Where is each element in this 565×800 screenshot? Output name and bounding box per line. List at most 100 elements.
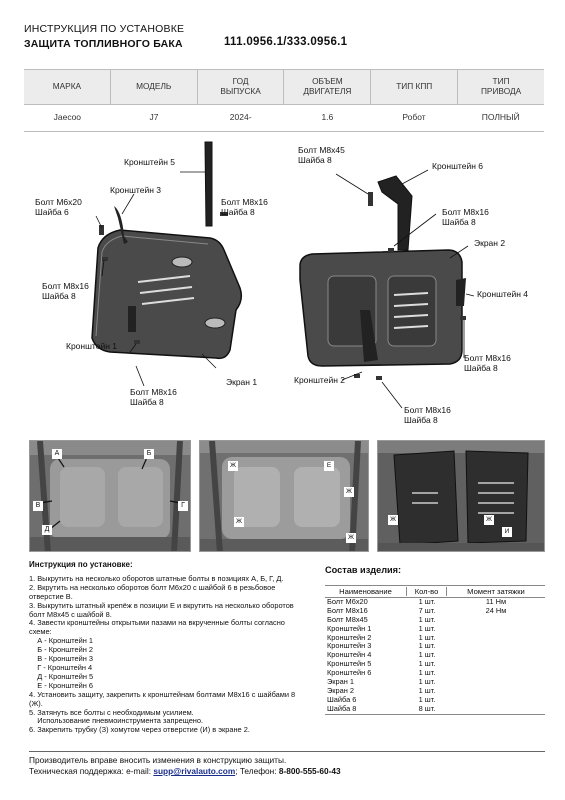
components-bottom-rule (325, 713, 545, 715)
spec-header-brand: МАРКА (24, 70, 111, 104)
spec-header-drive: ТИП ПРИВОДА (480, 76, 522, 96)
spec-header-model: МОДЕЛЬ (111, 70, 198, 104)
spec-header-year: ГОД ВЫПУСКА (198, 70, 285, 104)
component-torque (447, 687, 545, 696)
component-qty: 1 шт. (418, 641, 436, 651)
component-qty: 8 шт. (418, 703, 436, 713)
component-torque (447, 625, 545, 634)
component-name: Кронштейн 5 (327, 659, 372, 669)
bracket-5-shape (204, 141, 213, 227)
component-row: Болт М6х20 1 шт. 11 Нм (325, 597, 545, 607)
screen1-hole-top (171, 256, 193, 268)
spec-header-engine: ОБЪЕМ ДВИГАТЕЛЯ (284, 70, 372, 104)
component-torque (447, 634, 545, 643)
instruction-line: 4. Завести кронштейны открытыми пазами н… (29, 618, 285, 628)
component-torque (447, 705, 545, 714)
callout-screen-2: Экран 2 (474, 238, 506, 248)
components-table: Наименование Кол-во Момент затяжки Болт … (325, 585, 545, 715)
header-line2: ЗАЩИТА ТОПЛИВНОГО БАКА (24, 38, 183, 50)
callout-bracket-2: Кронштейн 2 (294, 375, 345, 385)
callout-bolt-m8x16-bottom: Болт М8х16 Шайба 8 (130, 387, 177, 407)
component-name: Болт М6х20 (327, 597, 368, 606)
components-title: Состав изделия: (325, 565, 402, 575)
callout-bracket-5: Кронштейн 5 (124, 157, 175, 167)
support-phone: 8-800-555-60-43 (278, 766, 341, 776)
component-name: Кронштейн 2 (327, 632, 372, 642)
footer-disclaimer: Производитель вправе вносить изменения в… (29, 755, 287, 765)
component-qty: 1 шт. (418, 614, 436, 624)
screen2-recess-right (387, 275, 437, 347)
spec-value-brand: Jaecoo (53, 112, 82, 123)
marker-zh-4: Ж (346, 533, 356, 543)
component-torque (447, 660, 545, 669)
component-qty: 1 шт. (418, 623, 436, 633)
component-name: Экран 1 (327, 677, 355, 687)
component-qty: 1 шт. (418, 659, 436, 669)
instruction-line: отверстие В. (29, 591, 73, 601)
component-name: Кронштейн 6 (327, 668, 372, 678)
callout-bolt-m8x16-right-bottom: Болт М8х16 Шайба 8 (404, 405, 451, 425)
marker-zh-1: Ж (228, 461, 238, 471)
support-email-link[interactable]: supp@rivalauto.com (153, 766, 236, 776)
component-torque (447, 642, 545, 651)
marker-zh-3: Ж (344, 487, 354, 497)
instruction-line: Е - Кронштейн 6 (29, 680, 94, 690)
marker-d: Д (42, 525, 52, 535)
component-torque (447, 696, 545, 705)
photo-3: Ж Ж И (377, 440, 545, 552)
component-row: Кронштейн 5 1 шт. (325, 659, 545, 669)
component-qty: 1 шт. (418, 597, 436, 606)
col-header-name: Наименование (325, 587, 407, 596)
component-name: Кронштейн 3 (327, 641, 372, 651)
footer: Производитель вправе вносить изменения в… (29, 755, 341, 777)
bolts-right (354, 192, 466, 380)
callout-bolt-m8x16-right: Болт М8х16 Шайба 8 (464, 353, 511, 373)
marker-e: Е (324, 461, 334, 471)
spec-header-gearbox: ТИП КПП (371, 70, 459, 104)
screen-1-shape (91, 229, 243, 360)
callout-bolt-m8x16-top: Болт М8х16 Шайба 8 (221, 197, 268, 217)
bracket-3-shape (114, 206, 128, 244)
instruction-line: 3. Выкрутить штатный крепёж в позиции Е … (29, 600, 294, 610)
callout-bracket-1: Кронштейн 1 (66, 341, 117, 351)
component-qty: 1 шт. (418, 632, 436, 642)
instruction-line: 2. Вкрутить на несколько оборотов болт М… (29, 582, 276, 592)
instructions-title: Инструкция по установке: (29, 560, 133, 569)
callout-screen-1: Экран 1 (226, 377, 258, 387)
instruction-line: (Ж). (29, 698, 43, 708)
spec-value-model: J7 (149, 112, 159, 123)
components-header-row: Наименование Кол-во Момент затяжки (325, 585, 545, 598)
component-torque: 11 Нм (485, 597, 507, 606)
instruction-line: А - Кронштейн 1 (29, 636, 94, 646)
photo-1: А Б В Г Д (29, 440, 191, 552)
bracket-2-shape (360, 310, 378, 362)
callout-bracket-3: Кронштейн 3 (110, 185, 161, 195)
leader-lines (95, 169, 475, 409)
col-header-torque: Момент затяжки (467, 587, 525, 596)
component-name: Кронштейн 4 (327, 650, 372, 660)
callout-bracket-6: Кронштейн 6 (432, 161, 483, 171)
bolts-left (99, 212, 228, 344)
photo-2: Ж Е Ж Ж Ж (199, 440, 369, 552)
instruction-line: схеме: (29, 627, 52, 637)
instruction-line: Г - Кронштейн 4 (29, 662, 93, 672)
marker-g: Г (178, 501, 188, 511)
bracket-4-shape (456, 278, 466, 306)
document-header: ИНСТРУКЦИЯ ПО УСТАНОВКЕ ЗАЩИТА ТОПЛИВНОГ… (24, 23, 544, 63)
marker-zh-5: Ж (388, 515, 398, 525)
spec-value-gearbox: Робот (402, 112, 426, 123)
spec-value-year: 2024- (229, 112, 252, 123)
installation-instructions: Инструкция по установке: 1. Выкрутить на… (29, 560, 329, 735)
component-name: Болт М8х16 (327, 605, 368, 615)
footer-support: Техническая поддержка: e-mail: supp@riva… (29, 766, 341, 777)
component-name: Болт М8х45 (327, 614, 368, 624)
marker-v: В (33, 501, 43, 511)
spec-value-engine: 1.6 (321, 112, 334, 123)
callout-bolt-m8x16-right-top: Болт М8х16 Шайба 8 (442, 207, 489, 227)
bracket-6-shape (377, 175, 413, 251)
component-torque (447, 678, 545, 687)
instruction-line: Д - Кронштейн 5 (29, 671, 94, 681)
instruction-line: Б - Кронштейн 2 (29, 645, 93, 655)
